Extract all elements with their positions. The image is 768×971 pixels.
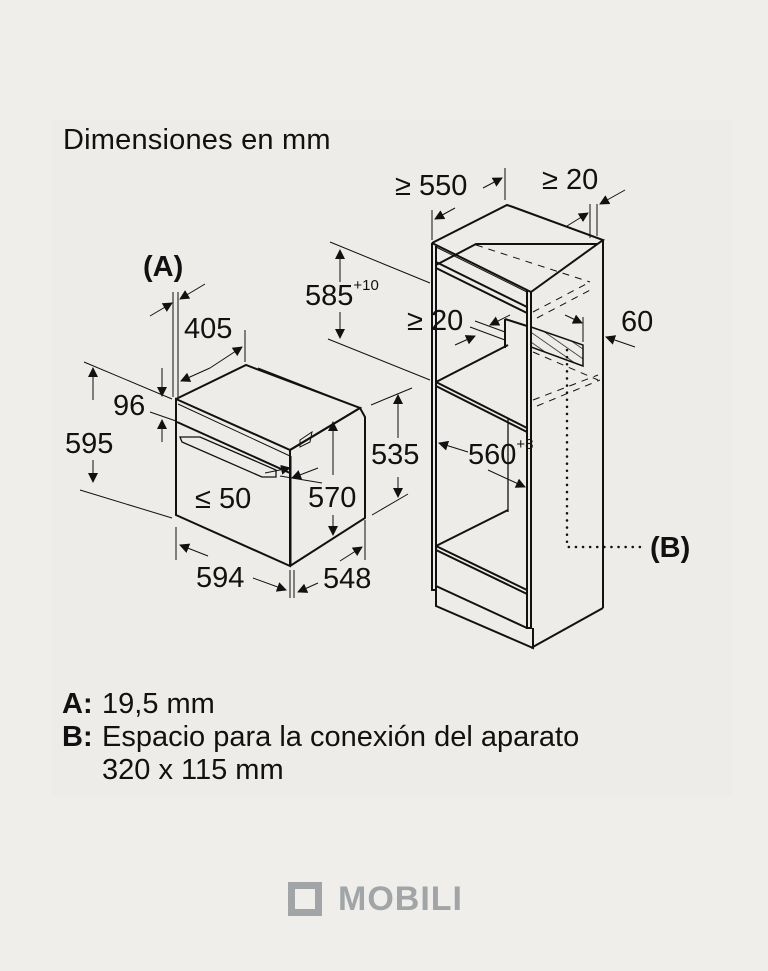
label-back-gap: ≥ 20 <box>542 164 599 196</box>
logo-square-icon <box>288 882 322 916</box>
label-niche-width: 560+8 <box>468 436 534 471</box>
label-rear-offset: 60 <box>621 306 654 338</box>
label-b-marker: (B) <box>650 532 691 564</box>
label-depth-top: 405 <box>184 313 233 345</box>
oven-dimension-lines <box>79 283 413 598</box>
connection-space <box>530 325 584 368</box>
label-body-height: 570 <box>308 482 357 514</box>
legend-text: Espacio para la conexión del aparato <box>102 721 580 753</box>
label-a-marker: (A) <box>143 251 184 283</box>
legend-text: 19,5 mm <box>102 688 215 720</box>
oven-drawing <box>175 363 366 568</box>
label-panel-height: 96 <box>113 390 146 422</box>
label-handle-offset: ≤ 50 <box>195 483 252 515</box>
legend: A: 19,5 mm B: Espacio para la conexión d… <box>62 688 579 787</box>
legend-text-b-line2: 320 x 115 mm <box>102 754 284 786</box>
logo-text: MOBILI <box>338 880 463 918</box>
label-width: 594 <box>196 562 245 594</box>
label-depth: 548 <box>323 563 372 595</box>
cabinet-hidden-lines <box>475 244 601 407</box>
label-shelf-gap: ≥ 20 <box>407 305 464 337</box>
legend-row-a: A: 19,5 mm <box>62 688 579 721</box>
label-total-height: 595 <box>65 428 114 460</box>
label-depth-min: ≥ 550 <box>395 170 468 202</box>
cabinet-dimension-lines <box>327 168 636 488</box>
cabinet-drawing <box>431 203 606 650</box>
legend-row-b: B: Espacio para la conexión del aparato <box>62 721 579 754</box>
label-side-height: 535 <box>371 439 420 471</box>
b-leader <box>565 348 644 549</box>
diagram-panel <box>52 120 732 796</box>
legend-key: B: <box>62 721 93 753</box>
diagram-title: Dimensiones en mm <box>63 124 331 156</box>
legend-key: A: <box>62 688 93 720</box>
mobili-logo: MOBILI <box>288 882 463 916</box>
label-niche-height: 585+10 <box>305 277 379 312</box>
